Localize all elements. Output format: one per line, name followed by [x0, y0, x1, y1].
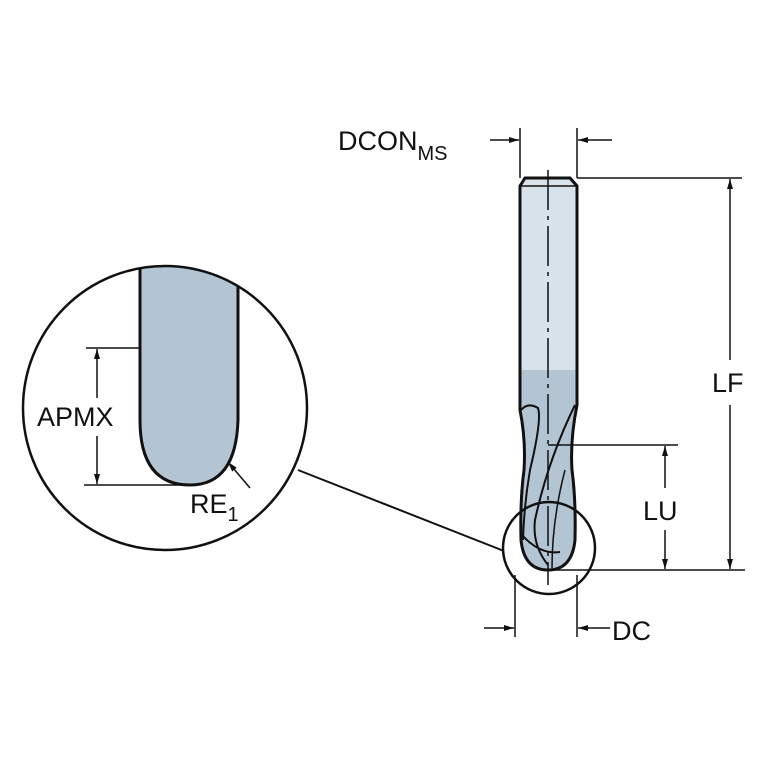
apmx-label: APMX: [37, 402, 114, 432]
lu-dimension: LU: [548, 444, 678, 569]
dcon-dimension: DCONMS: [338, 126, 612, 178]
lu-label: LU: [643, 496, 678, 526]
lf-dimension: LF: [548, 177, 745, 571]
lf-label: LF: [712, 368, 744, 398]
detail-view: APMX RE1: [21, 264, 309, 552]
dcon-label: DCONMS: [338, 126, 448, 165]
end-mill-tool: [501, 170, 597, 596]
dc-dimension: DC: [484, 575, 651, 646]
detail-circle: [21, 264, 309, 552]
dc-label: DC: [612, 616, 651, 646]
re-arrow: [227, 461, 251, 489]
detail-leader-line: [297, 469, 505, 552]
re-label: RE1: [190, 489, 239, 526]
detail-tool-tip: [140, 266, 238, 485]
detail-marker-circle: [501, 500, 597, 596]
